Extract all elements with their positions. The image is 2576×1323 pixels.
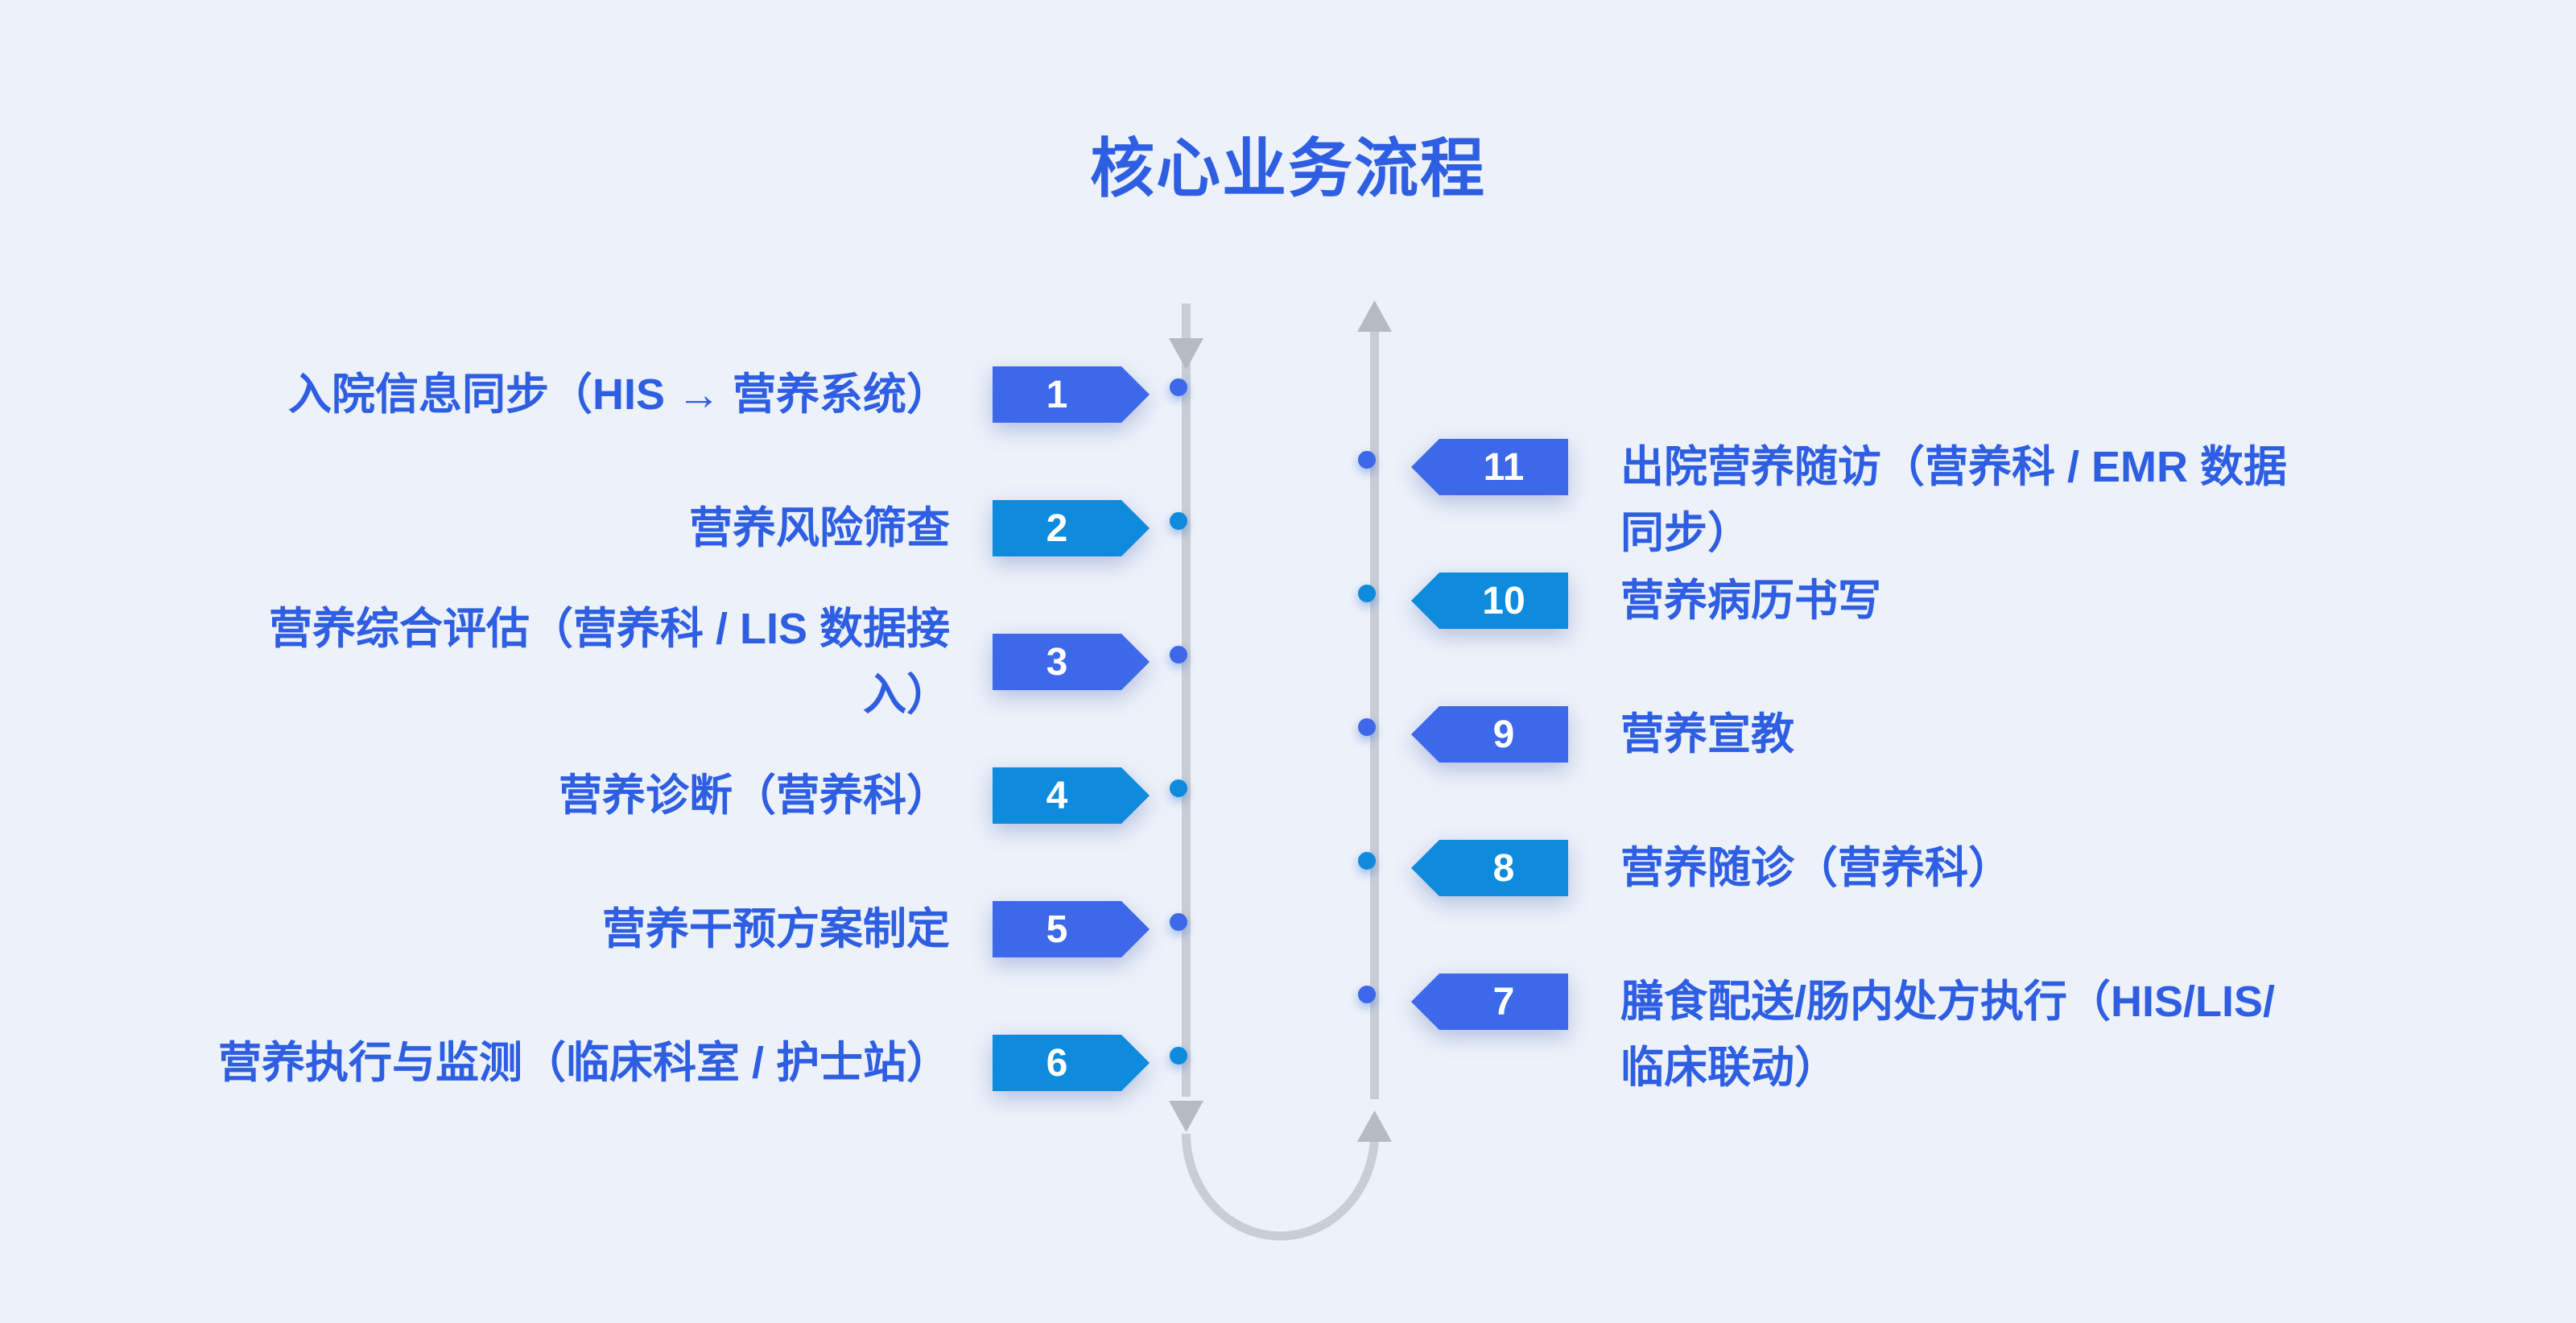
step-number: 10 <box>1482 579 1525 622</box>
step-label: 营养风险筛查 <box>689 504 950 552</box>
step-badge: 7 <box>1411 974 1568 1030</box>
step-number: 2 <box>1046 506 1068 550</box>
arrow-down-icon <box>1169 1101 1203 1132</box>
step-number: 7 <box>1492 980 1515 1023</box>
timeline-node <box>1358 986 1376 1003</box>
timeline-node <box>1358 585 1376 602</box>
arrow-down-icon <box>1169 338 1203 370</box>
step-label: 营养病历书写 <box>1620 577 1881 625</box>
step-badge: 2 <box>993 500 1150 556</box>
timeline-node <box>1170 779 1187 797</box>
badge-arrow-shape: 7 <box>1411 974 1568 1030</box>
step-label: 营养诊断（营养科） <box>559 771 950 820</box>
badge-arrow-shape: 1 <box>993 366 1150 423</box>
badge-arrow-shape: 4 <box>993 767 1150 824</box>
step-badge: 6 <box>993 1035 1150 1091</box>
timeline-node <box>1358 852 1376 870</box>
step-number: 6 <box>1046 1041 1068 1085</box>
badge-arrow-shape: 2 <box>993 500 1150 556</box>
timeline-line-right <box>1370 328 1379 1099</box>
timeline-line-left <box>1182 304 1191 1097</box>
step-label: 营养干预方案制定 <box>602 905 950 953</box>
step-number: 4 <box>1046 774 1068 817</box>
badge-arrow-shape: 6 <box>993 1035 1150 1091</box>
step-label: 入院信息同步（HIS → 营养系统） <box>287 370 950 419</box>
step-label: 营养综合评估（营养科 / LIS 数据接 入） <box>268 605 950 719</box>
step-number: 11 <box>1483 445 1525 489</box>
badge-arrow-shape: 8 <box>1411 840 1568 896</box>
step-badge: 9 <box>1411 706 1568 763</box>
step-badge: 10 <box>1411 573 1568 629</box>
page-title: 核心业务流程 <box>1090 133 1486 205</box>
step-label: 出院营养随访（营养科 / EMR 数据 同步） <box>1620 443 2288 557</box>
timeline-node <box>1170 1047 1187 1065</box>
step-label: 膳食配送/肠内处方执行（HIS/LIS/ 临床联动） <box>1620 978 2276 1092</box>
arrow-up-icon <box>1357 300 1392 332</box>
step-label: 营养随诊（营养科） <box>1620 844 2012 892</box>
timeline-node <box>1170 512 1187 530</box>
step-badge: 1 <box>993 366 1150 423</box>
step-number: 5 <box>1046 907 1068 951</box>
timeline-node <box>1358 451 1376 469</box>
step-number: 9 <box>1492 713 1515 756</box>
step-number: 1 <box>1046 373 1068 416</box>
u-turn-curve <box>1182 1133 1379 1241</box>
badge-arrow-shape: 9 <box>1411 706 1568 763</box>
badge-arrow-shape: 5 <box>993 901 1150 957</box>
step-badge: 11 <box>1411 439 1568 495</box>
step-badge: 3 <box>993 634 1150 690</box>
step-badge: 8 <box>1411 840 1568 896</box>
timeline-node <box>1358 718 1376 736</box>
badge-arrow-shape: 11 <box>1411 439 1568 495</box>
arrow-up-icon <box>1357 1110 1392 1142</box>
timeline-node <box>1170 646 1187 664</box>
step-badge: 4 <box>993 767 1150 824</box>
step-number: 3 <box>1046 640 1068 684</box>
badge-arrow-shape: 10 <box>1411 573 1568 629</box>
timeline-node <box>1170 378 1187 396</box>
step-label: 营养执行与监测（临床科室 / 护士站） <box>217 1039 950 1087</box>
badge-arrow-shape: 3 <box>993 634 1150 690</box>
timeline-node <box>1170 913 1187 931</box>
step-label: 营养宣教 <box>1620 710 1794 759</box>
step-number: 8 <box>1492 846 1515 890</box>
step-badge: 5 <box>993 901 1150 957</box>
